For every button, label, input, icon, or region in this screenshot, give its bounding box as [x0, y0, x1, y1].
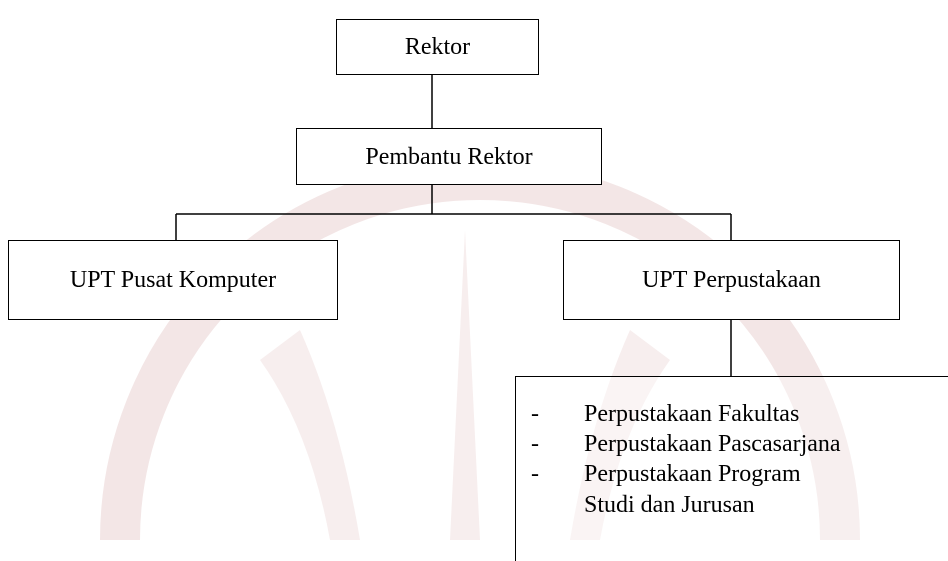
node-rektor-label: Rektor — [404, 34, 471, 60]
node-pembantu-rektor: Pembantu Rektor — [296, 128, 602, 185]
list-item-label: Perpustakaan Fakultas — [584, 401, 800, 427]
node-upt-perpustakaan-label: UPT Perpustakaan — [642, 267, 821, 293]
list-bullet: - — [531, 401, 539, 427]
node-upt-perpustakaan: UPT Perpustakaan — [563, 240, 900, 320]
list-item-label: Perpustakaan Program — [584, 461, 801, 487]
list-item-label: Studi dan Jurusan — [584, 492, 755, 518]
node-pembantu-rektor-label: Pembantu Rektor — [365, 143, 533, 170]
perpustakaan-units-list: - Perpustakaan Fakultas - Perpustakaan P… — [515, 376, 948, 561]
node-upt-pusat-komputer: UPT Pusat Komputer — [8, 240, 338, 320]
list-bullet: - — [531, 431, 539, 457]
node-rektor: Rektor — [336, 19, 539, 75]
node-upt-pusat-komputer-label: UPT Pusat Komputer — [69, 267, 277, 293]
list-bullet: - — [531, 461, 539, 487]
list-item-label: Perpustakaan Pascasarjana — [584, 431, 841, 457]
